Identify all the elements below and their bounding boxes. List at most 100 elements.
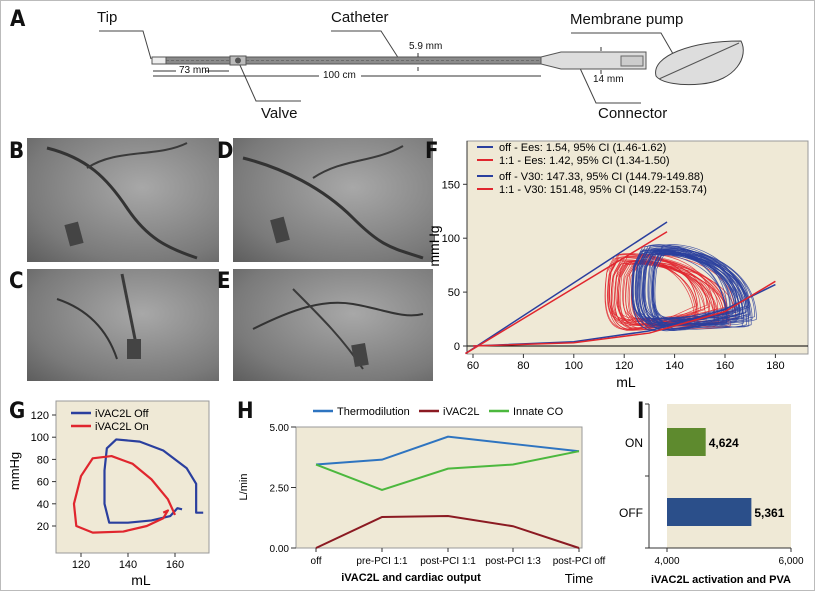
category-label: ON	[625, 436, 643, 450]
y-tick-label: 0	[454, 341, 460, 353]
y-axis-label: L/min	[238, 474, 250, 501]
y-tick-label: 80	[37, 454, 49, 466]
panel-label-a: A	[10, 7, 26, 32]
tip-leader	[99, 30, 152, 60]
legend-entry: Innate CO	[513, 406, 564, 418]
x-axis-label: mL	[616, 374, 636, 390]
y-axis-label: mmHg	[7, 452, 22, 490]
y-tick-label: 5.00	[270, 423, 290, 434]
panel-label-d: D	[217, 139, 234, 164]
x-tick-label: 60	[467, 360, 479, 372]
connector-shape	[540, 51, 647, 70]
x-tick-label: 120	[72, 559, 90, 571]
panel-label-c: C	[9, 269, 24, 294]
angiogram-e	[233, 269, 433, 381]
pv-loop-on	[72, 454, 177, 534]
legend-entry: Thermodilution	[337, 406, 410, 418]
panel-label-e: E	[217, 269, 231, 294]
y-tick-label: 2.50	[270, 484, 290, 495]
panel-label-i: I	[637, 399, 645, 424]
membrane-pump-shape	[655, 40, 744, 86]
pv-loop-1-1	[616, 260, 727, 322]
label-connector: Connector	[598, 105, 668, 122]
pv-loop-off	[653, 250, 752, 329]
x-axis-label: Time	[565, 571, 593, 586]
legend-entry: iVAC2L	[443, 406, 479, 418]
bar-off	[667, 498, 752, 526]
category-label: OFF	[619, 506, 643, 520]
pv-loop-off	[631, 249, 736, 319]
y-axis-label: mmHg	[426, 225, 442, 266]
x-tick-label: 160	[166, 559, 184, 571]
angiogram-d	[233, 138, 433, 262]
label-valve: Valve	[261, 105, 298, 122]
bar-on	[667, 428, 706, 456]
series-line-ivac2l	[315, 515, 580, 549]
connector-leader	[578, 65, 641, 104]
dim-connector: 14 mm	[593, 74, 624, 85]
pv-loop-off	[637, 253, 746, 327]
catheter-leader	[331, 30, 400, 60]
angiogram-b	[27, 138, 219, 262]
y-tick-label: 20	[37, 521, 49, 533]
series-line-thermodilution	[315, 435, 580, 466]
panel-label-g: G	[9, 399, 26, 424]
y-tick-label: 150	[442, 179, 460, 191]
legend-entry: iVAC2L On	[95, 421, 149, 433]
pv-loop-off	[652, 245, 741, 331]
x-tick-label: 140	[665, 360, 683, 372]
dim-diameter: 5.9 mm	[409, 41, 443, 52]
x-tick-label: pre-PCI 1:1	[356, 556, 408, 567]
value-label: 4,624	[709, 436, 739, 450]
x-tick-label: 180	[766, 360, 784, 372]
x-tick-label: 4,000	[654, 556, 679, 567]
value-label: 5,361	[754, 506, 784, 520]
y-tick-label: 0.00	[270, 544, 290, 555]
edpvr-line-1-1	[472, 280, 776, 347]
y-tick-label: 120	[31, 410, 49, 422]
legend-entry: off - Ees: 1.54, 95% CI (1.46-1.62)	[499, 142, 666, 154]
y-tick-label: 100	[442, 233, 460, 245]
panel-label-b: B	[9, 139, 25, 164]
x-tick-label: 160	[716, 360, 734, 372]
x-tick-label: post-PCI 1:1	[420, 556, 476, 567]
x-tick-label: 80	[517, 360, 529, 372]
legend-entry: off - V30: 147.33, 95% CI (144.79-149.88…	[499, 171, 704, 183]
x-tick-label: 120	[615, 360, 633, 372]
legend-entry: 1:1 - V30: 151.48, 95% CI (149.22-153.74…	[499, 184, 707, 196]
x-tick-label: post-PCI off	[553, 556, 606, 567]
legend-entry: 1:1 - Ees: 1.42, 95% CI (1.34-1.50)	[499, 155, 670, 167]
x-tick-label: off	[311, 556, 322, 567]
x-tick-label: 140	[119, 559, 137, 571]
dim-tip-valve: 73 mm	[179, 65, 210, 76]
dim-length: 100 cm	[323, 70, 356, 81]
catheter-diagram	[99, 30, 744, 104]
y-tick-label: 100	[31, 432, 49, 444]
plot-area-i	[667, 404, 791, 548]
espvr-line-1-1	[465, 231, 668, 355]
series-line-innate-co	[315, 450, 580, 491]
pv-loop-1-1	[607, 253, 730, 331]
label-catheter: Catheter	[331, 9, 389, 26]
legend-entry: iVAC2L Off	[95, 408, 150, 420]
chart-title: iVAC2L and cardiac output	[341, 572, 481, 584]
y-tick-label: 50	[448, 287, 460, 299]
label-membrane-pump: Membrane pump	[570, 11, 684, 28]
chart-title: iVAC2L activation and PVA	[651, 574, 791, 586]
x-tick-label: post-PCI 1:3	[485, 556, 541, 567]
label-tip: Tip	[97, 9, 118, 26]
panel-label-h: H	[237, 399, 254, 424]
pv-loop-off	[651, 248, 750, 332]
tip-shape	[151, 56, 167, 65]
angiogram-c	[27, 269, 219, 381]
y-tick-label: 60	[37, 477, 49, 489]
pv-loop-off	[651, 254, 731, 319]
pump-leader	[571, 32, 677, 60]
espvr-line-off	[465, 221, 668, 355]
y-tick-label: 40	[37, 499, 49, 511]
